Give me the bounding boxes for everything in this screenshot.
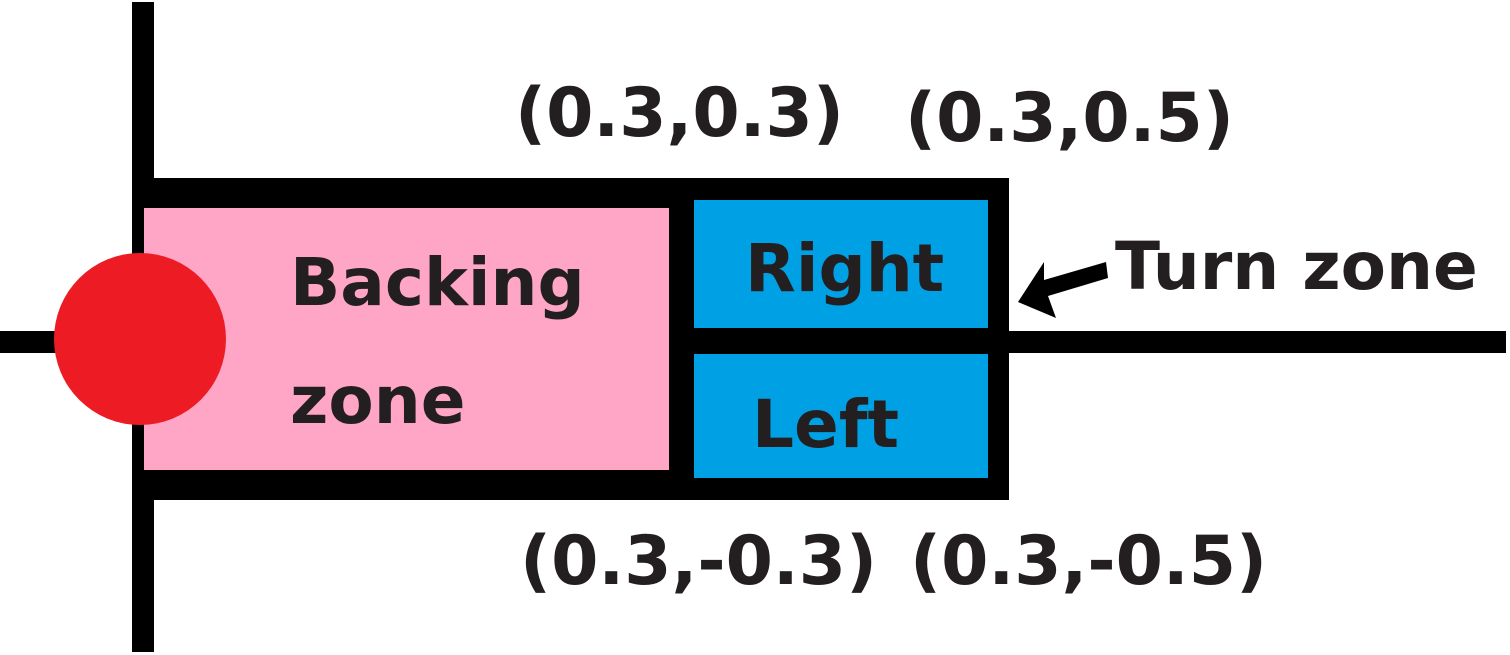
robot-dot <box>54 253 226 425</box>
zone-frame-top <box>144 178 1009 200</box>
left-turn-label: Left <box>752 386 900 463</box>
turn-zone-left <box>694 354 988 480</box>
turn-zone-right <box>694 198 988 328</box>
backing-zone-label-line2: zone <box>290 362 466 439</box>
backing-zone-label-line1: Backing <box>290 244 585 321</box>
arrow-pointing-left-icon <box>1018 262 1108 318</box>
right-turn-label: Right <box>745 230 945 307</box>
coord-bottom-left: (0.3,-0.3) <box>520 522 878 601</box>
zone-frame-bottom <box>144 478 1009 500</box>
backing-zone <box>144 190 677 488</box>
turn-zone-caption: Turn zone <box>1115 228 1478 305</box>
coord-top-right: (0.3,0.5) <box>905 79 1234 158</box>
coord-top-left: (0.3,0.3) <box>515 74 844 153</box>
zone-divider <box>669 178 694 500</box>
coord-bottom-right: (0.3,-0.5) <box>910 522 1268 601</box>
